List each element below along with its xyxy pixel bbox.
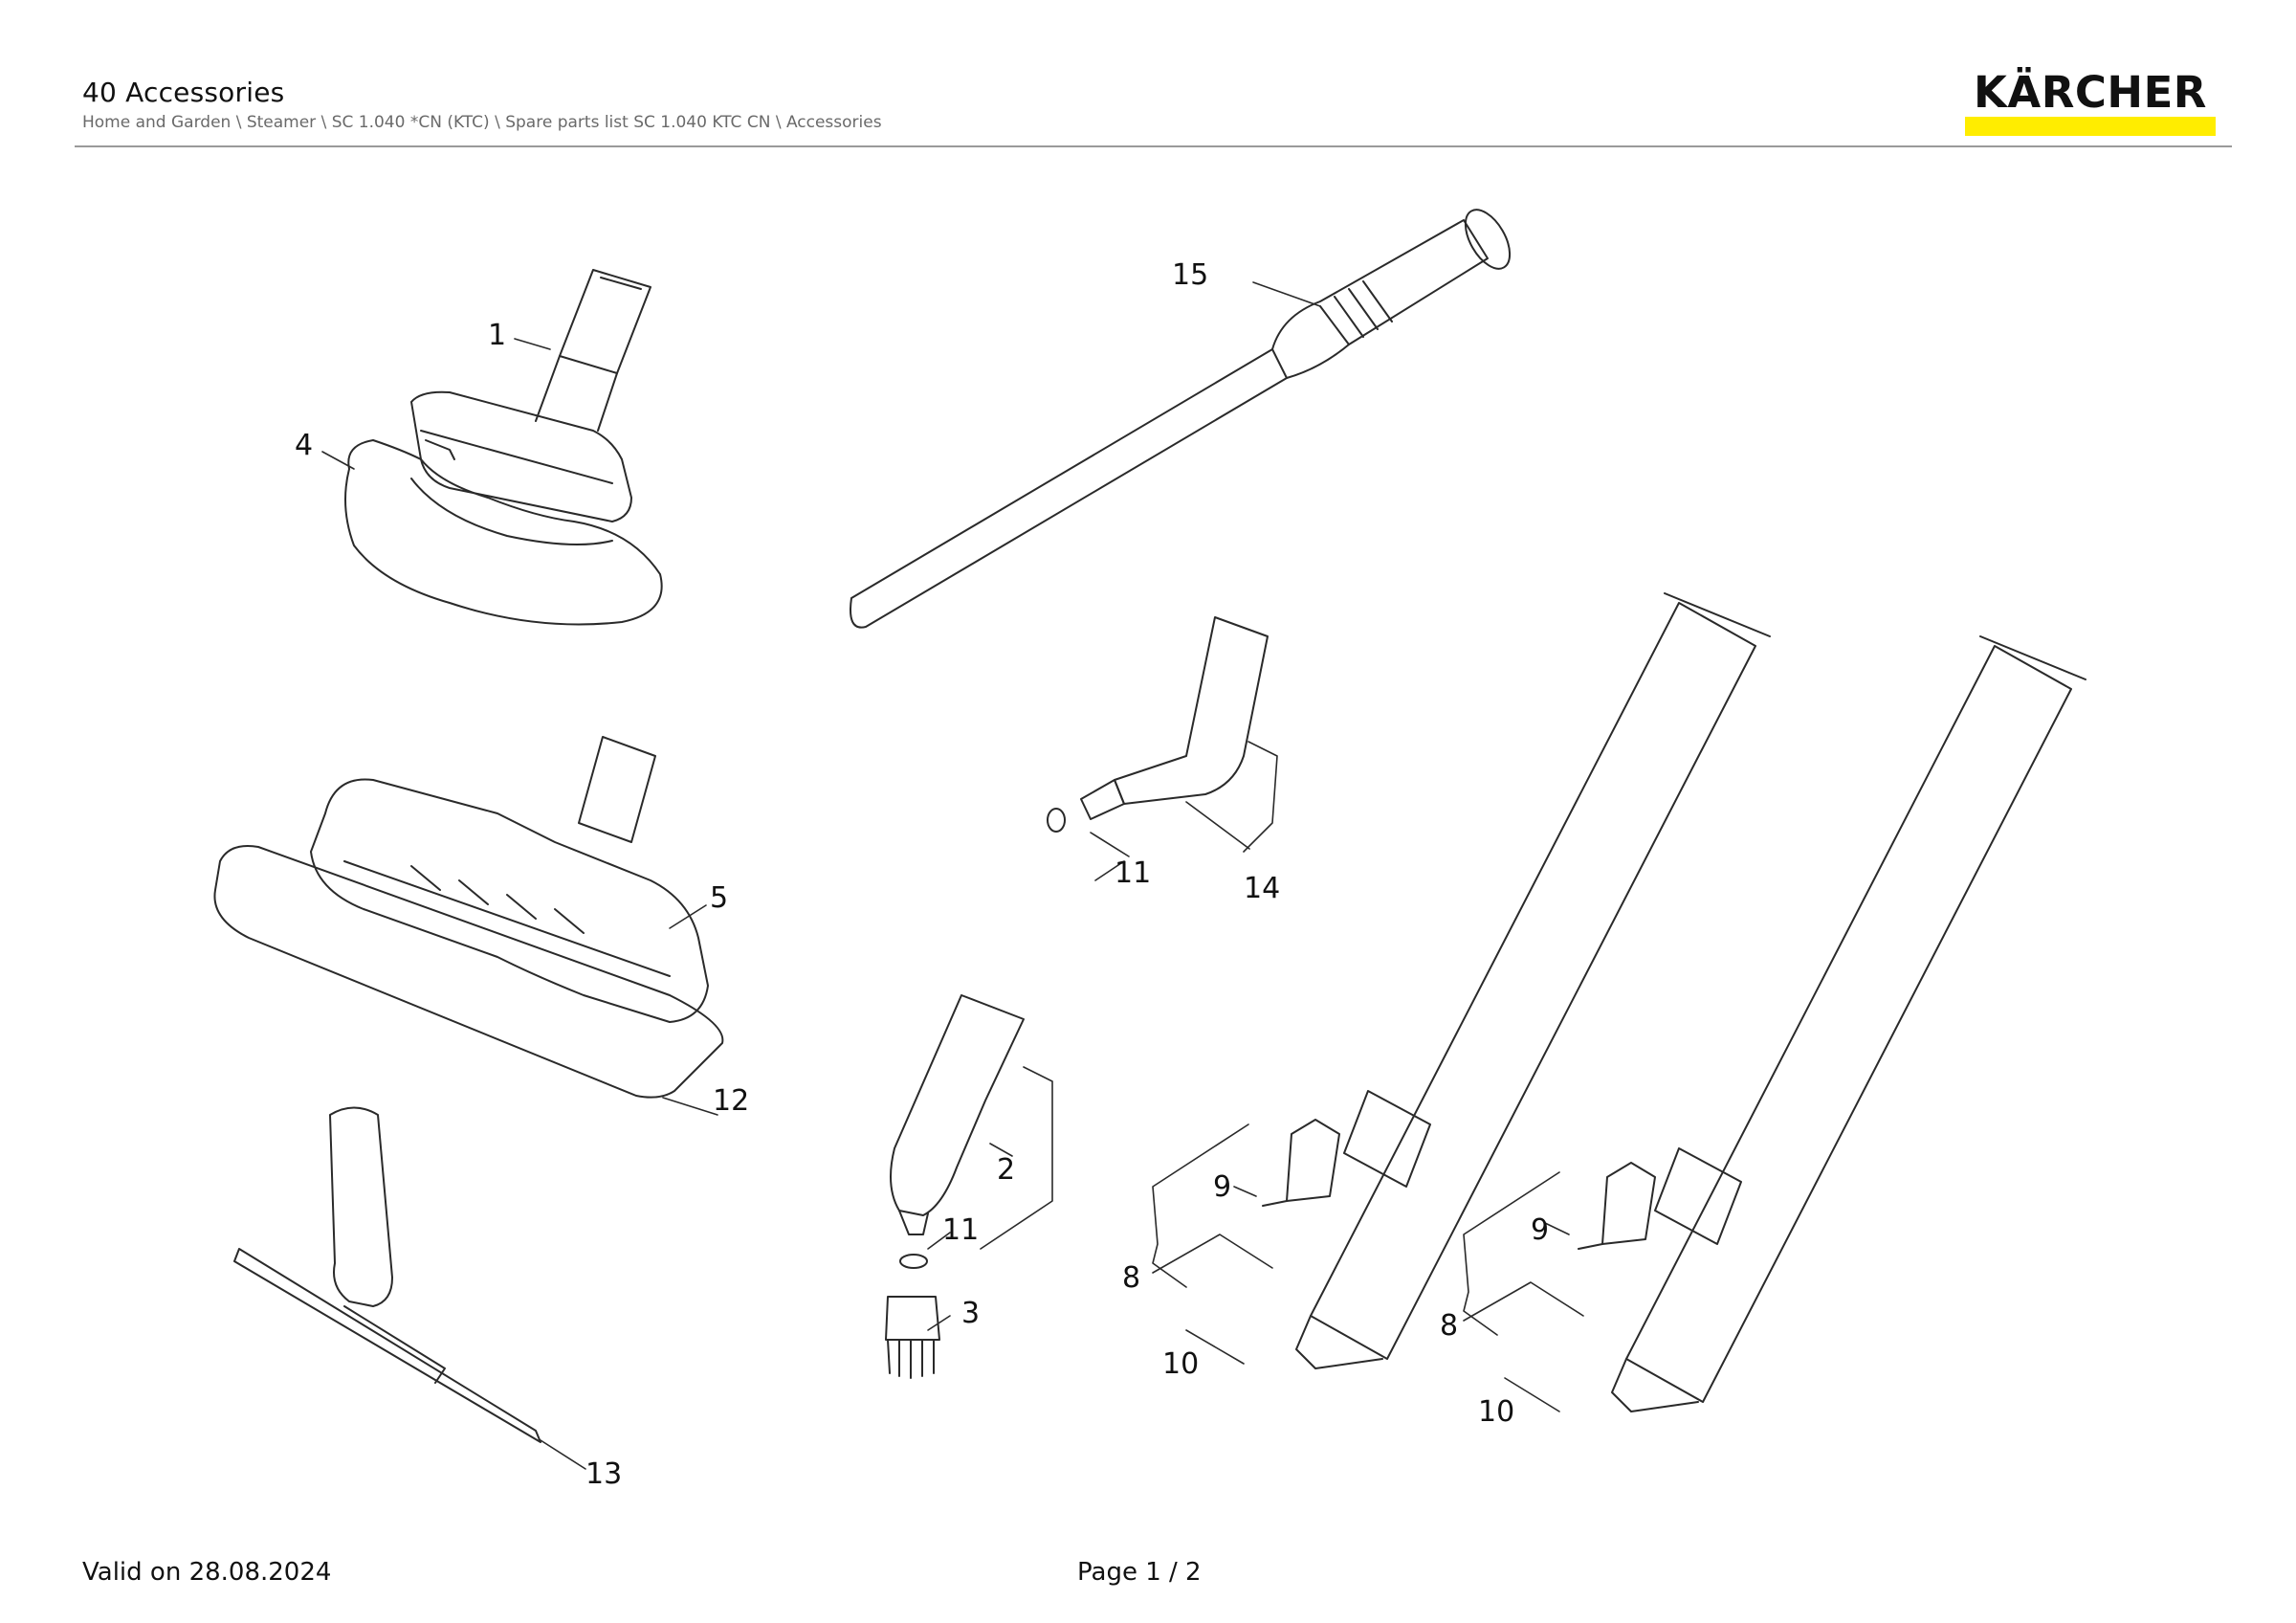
extension-pipe-left-part	[1295, 592, 1771, 1369]
callout-9-left: 9	[1213, 1170, 1231, 1204]
round-brush-part	[885, 1296, 940, 1379]
callout-13: 13	[585, 1457, 622, 1491]
extension-tube-part	[850, 209, 1512, 629]
microfibre-cover-part	[344, 439, 663, 626]
extension-pipe-right-part	[1611, 635, 2086, 1412]
validity-date: Valid on 28.08.2024	[82, 1558, 332, 1587]
karcher-logo: KÄRCHER	[1965, 67, 2216, 136]
callout-11-bottom: 11	[942, 1213, 979, 1247]
logo-yellow-bar	[1965, 117, 2216, 136]
callout-10-left: 10	[1162, 1347, 1199, 1381]
floor-nozzle-part	[310, 736, 709, 1023]
leader-lines	[321, 281, 1584, 1470]
callout-11-top: 11	[1115, 856, 1151, 890]
window-squeegee-part	[233, 1106, 541, 1443]
logo-wordmark: KÄRCHER	[1974, 67, 2207, 118]
exploded-parts-drawing: 1 2 3 4 5 8 8 9 9 10 10 11 11 12 13 14 1…	[213, 209, 2086, 1491]
hand-nozzle-part	[410, 269, 651, 522]
callout-3: 3	[961, 1297, 980, 1330]
callout-12: 12	[713, 1084, 749, 1118]
callout-5: 5	[710, 881, 728, 915]
callout-4: 4	[295, 429, 313, 462]
point-jet-nozzle-part	[890, 994, 1025, 1235]
detail-nozzle-part	[1047, 616, 1269, 833]
callout-2: 2	[997, 1153, 1015, 1187]
callout-8-right: 8	[1440, 1309, 1458, 1343]
callout-10-right: 10	[1478, 1395, 1514, 1429]
callout-9-right: 9	[1531, 1213, 1549, 1247]
lock-button-right-part	[1578, 1162, 1656, 1250]
lock-button-left-part	[1262, 1119, 1340, 1207]
callout-8-left: 8	[1122, 1261, 1140, 1295]
page-header: 40 Accessories Home and Garden \ Steamer…	[0, 0, 2296, 153]
breadcrumb: Home and Garden \ Steamer \ SC 1.040 *CN…	[82, 113, 882, 132]
callout-labels: 1 2 3 4 5 8 8 9 9 10 10 11 11 12 13 14 1…	[295, 258, 1549, 1491]
floor-cloth-part	[213, 845, 724, 1099]
page-title: 40 Accessories	[82, 77, 285, 108]
callout-15: 15	[1172, 258, 1208, 292]
o-ring-part	[899, 1254, 928, 1269]
header-divider	[75, 145, 2232, 147]
page-number: Page 1 / 2	[1077, 1558, 1202, 1587]
callout-14: 14	[1244, 872, 1280, 905]
callout-1: 1	[488, 319, 506, 352]
